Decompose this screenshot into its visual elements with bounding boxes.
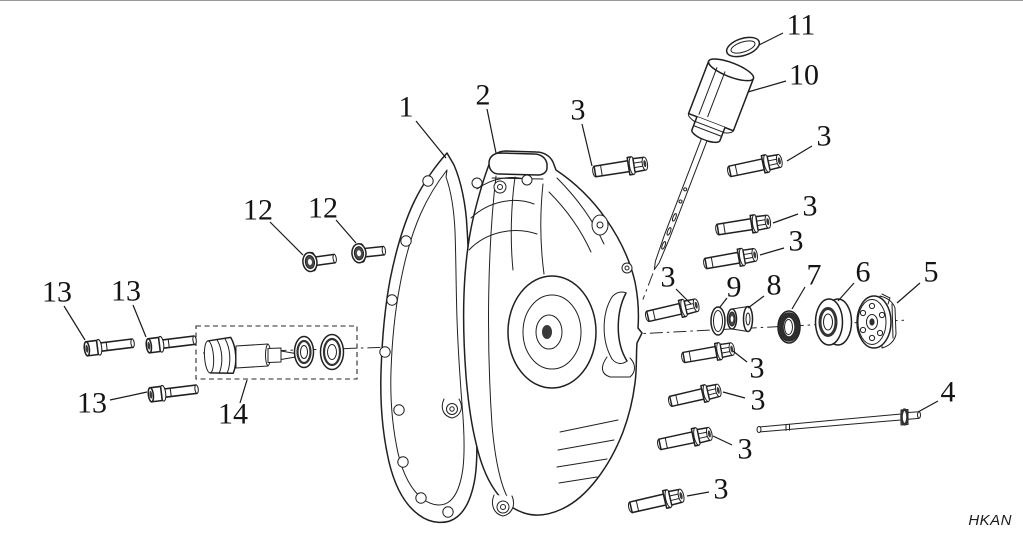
part-label-14: 14 bbox=[218, 398, 248, 431]
flange-bolt bbox=[643, 295, 702, 326]
part-label-7: 7 bbox=[807, 259, 822, 292]
part-label-13: 13 bbox=[111, 275, 141, 308]
leader-line bbox=[581, 123, 593, 167]
bearing-small bbox=[293, 335, 315, 369]
leader-line bbox=[269, 221, 304, 256]
part-label-3: 3 bbox=[738, 433, 753, 466]
part-label-3: 3 bbox=[661, 261, 676, 294]
dipstick-part-10 bbox=[642, 58, 755, 300]
bearing-part-6 bbox=[814, 298, 853, 346]
leader-line bbox=[747, 80, 787, 93]
flange-bolt bbox=[666, 380, 724, 411]
part-label-2: 2 bbox=[476, 79, 491, 112]
leader-line bbox=[917, 400, 939, 413]
part-label-5: 5 bbox=[924, 256, 939, 289]
leader-line bbox=[132, 304, 147, 338]
o-ring-part-9 bbox=[710, 306, 726, 336]
part-label-10: 10 bbox=[789, 59, 819, 92]
part-label-8: 8 bbox=[767, 269, 782, 302]
part-label-3: 3 bbox=[803, 190, 818, 223]
leader-line bbox=[837, 282, 855, 302]
leader-line bbox=[722, 391, 746, 399]
leader-line bbox=[732, 350, 748, 363]
leader-line bbox=[415, 120, 447, 159]
part-label-9: 9 bbox=[727, 271, 742, 304]
leader-line bbox=[486, 108, 497, 154]
part-label-12: 12 bbox=[308, 192, 338, 225]
button-bolt bbox=[300, 248, 339, 274]
crankcase-cover-part-2 bbox=[441, 150, 643, 517]
flange-bolt bbox=[655, 423, 715, 455]
leader-line bbox=[759, 247, 785, 256]
bearing-large bbox=[319, 333, 345, 371]
part-label-12: 12 bbox=[243, 194, 273, 227]
socket-bolt bbox=[146, 380, 200, 404]
group-box-part-14 bbox=[195, 325, 358, 380]
leader-line bbox=[239, 379, 248, 404]
pump-shaft-assembly-part-14 bbox=[203, 333, 345, 375]
o-ring-part-11 bbox=[725, 36, 761, 58]
flange-bolt bbox=[626, 485, 687, 518]
part-label-6: 6 bbox=[856, 256, 871, 289]
bushing-part-8 bbox=[726, 305, 754, 333]
dashed-group-box bbox=[195, 325, 358, 380]
leader-line bbox=[772, 213, 799, 224]
long-shaft-part-4 bbox=[756, 408, 921, 433]
gasket-part-1 bbox=[379, 152, 478, 524]
leader-line bbox=[896, 282, 921, 304]
leader-line bbox=[686, 491, 710, 497]
leader-line bbox=[335, 219, 357, 244]
flange-bolt bbox=[701, 245, 760, 274]
flange-bolt bbox=[725, 150, 785, 182]
leader-line bbox=[747, 295, 765, 309]
leader-line bbox=[786, 145, 813, 162]
socket-bolt bbox=[82, 334, 136, 358]
part-label-3: 3 bbox=[817, 120, 832, 153]
part-label-11: 11 bbox=[787, 9, 816, 42]
leader-line bbox=[791, 286, 806, 310]
oil-seal-part-7 bbox=[777, 310, 801, 344]
part-label-3: 3 bbox=[789, 225, 804, 258]
leader-line bbox=[109, 391, 148, 401]
part-label-13: 13 bbox=[77, 387, 107, 420]
leader-line bbox=[712, 435, 733, 446]
leader-line bbox=[758, 32, 784, 46]
part-label-3: 3 bbox=[750, 352, 765, 385]
flange-bolt bbox=[713, 211, 773, 240]
part-label-3: 3 bbox=[714, 473, 729, 506]
pump-rotor-part-5 bbox=[856, 293, 897, 349]
watermark-text: HKAN bbox=[968, 512, 1012, 529]
button-bolt bbox=[350, 240, 388, 265]
part-label-13: 13 bbox=[42, 276, 72, 309]
part-label-1: 1 bbox=[399, 91, 414, 124]
part-label-4: 4 bbox=[941, 376, 956, 409]
flange-bolt bbox=[590, 153, 650, 182]
page-top-border bbox=[0, 0, 1023, 1]
leader-line bbox=[719, 297, 728, 308]
flange-bolt bbox=[679, 339, 737, 367]
leader-line bbox=[675, 288, 692, 305]
socket-bolt bbox=[144, 331, 198, 355]
leader-line bbox=[63, 305, 86, 341]
part-label-3: 3 bbox=[571, 94, 586, 127]
part-label-3: 3 bbox=[751, 384, 766, 417]
